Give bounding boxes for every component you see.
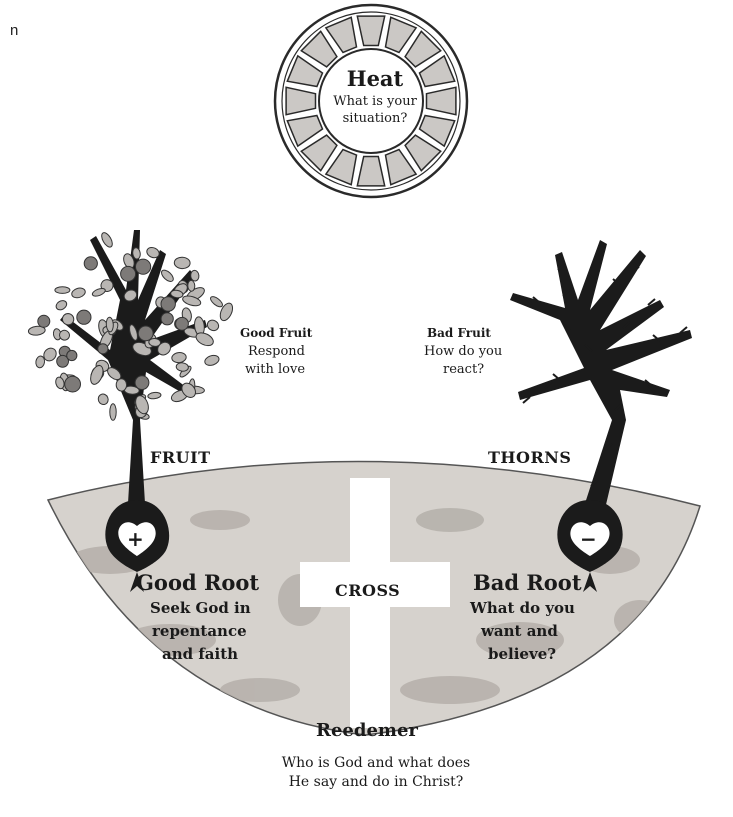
- fruit: [121, 266, 136, 281]
- fruit: [176, 317, 189, 330]
- fruit: [161, 297, 175, 311]
- bad-root-line2: want and: [481, 620, 558, 643]
- fruit: [65, 376, 81, 392]
- bad-root-line1: What do you: [470, 597, 575, 620]
- bad-fruit-line1: How do you: [424, 343, 502, 361]
- fruit: [136, 259, 151, 274]
- heat-subtitle: What is your situation?: [317, 93, 433, 127]
- plus-icon: +: [127, 527, 144, 551]
- leaf: [91, 287, 106, 298]
- bad-root-title: Bad Root: [473, 570, 582, 595]
- fruit: [84, 257, 97, 270]
- good-root-line2: repentance: [152, 620, 247, 643]
- leaf: [205, 318, 220, 332]
- bad-fruit-title: Bad Fruit: [427, 326, 491, 340]
- fruit: [161, 313, 173, 325]
- good-fruit-line2: with love: [245, 361, 305, 379]
- good-fruit-line1: Respond: [248, 343, 305, 361]
- leaf: [209, 295, 224, 309]
- fruit: [77, 310, 91, 324]
- good-root-title: Good Root: [136, 570, 259, 595]
- redeemer-line1: Who is God and what does: [256, 754, 496, 773]
- fruit: [138, 326, 153, 341]
- fruit: [67, 350, 77, 360]
- fruit: [98, 344, 108, 354]
- bad-fruit-line2: react?: [443, 361, 484, 379]
- leaf: [55, 287, 70, 294]
- fruit-label: FRUIT: [150, 448, 211, 467]
- good-root-line1: Seek God in: [150, 597, 251, 620]
- redeemer-line2: He say and do in Christ?: [256, 773, 496, 792]
- leaf: [160, 268, 176, 283]
- leaf: [171, 352, 187, 364]
- thorns-label: THORNS: [488, 448, 571, 467]
- leaf: [147, 392, 161, 400]
- leaf: [97, 393, 110, 407]
- leaf: [106, 317, 114, 332]
- leaf: [204, 354, 221, 367]
- heat-title: Heat: [320, 66, 430, 91]
- redeemer-title: Reedemer: [316, 720, 418, 741]
- fruit: [135, 376, 149, 390]
- good-root-line3: and faith: [162, 643, 238, 666]
- good-fruit-title: Good Fruit: [240, 326, 312, 340]
- minus-icon: −: [580, 527, 597, 551]
- bad-root-line3: believe?: [488, 643, 556, 666]
- leaf: [176, 362, 189, 372]
- leaf: [188, 280, 196, 291]
- fruit: [38, 315, 50, 327]
- leaf: [71, 286, 87, 299]
- leaf: [116, 379, 127, 392]
- leaf: [100, 231, 115, 249]
- cross-label: CROSS: [335, 581, 400, 600]
- leaf: [54, 299, 68, 312]
- leaf: [174, 257, 190, 269]
- leaf: [110, 404, 116, 421]
